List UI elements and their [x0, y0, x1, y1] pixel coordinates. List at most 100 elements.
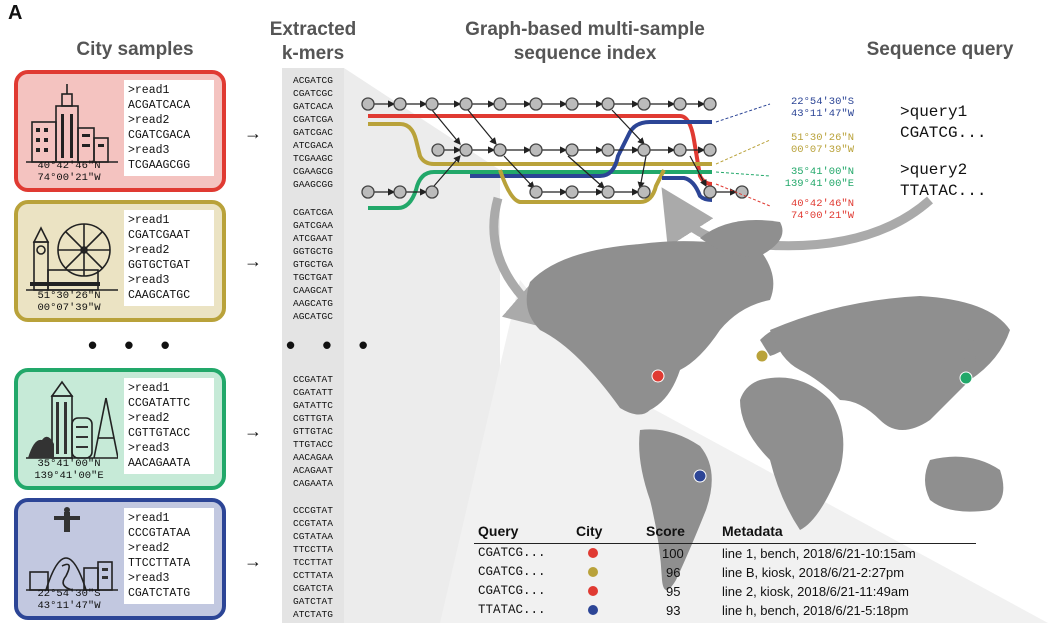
kmer: CCCGTAT [293, 505, 333, 516]
gold-sample-branch [498, 169, 666, 204]
kmer: CGAAGCG [293, 166, 333, 177]
coord-lon: 00°07'39"W [37, 302, 101, 314]
city-dot [588, 586, 598, 596]
coord-lon: 139°41'00"E [34, 470, 104, 482]
coord-lon: 74°00'21"W [37, 172, 101, 184]
col-city: City [572, 523, 642, 544]
city-card-london: >read1 CGATCGAAT >read2 GGTGCTGAT >read3… [14, 200, 226, 322]
row-metadata: line 1, bench, 2018/6/21-10:15am [722, 546, 916, 561]
kmer: CGATCTA [293, 583, 333, 594]
results-header-row: Query City Score Metadata [474, 523, 976, 544]
coord-lon: 00°07'39"W [790, 144, 854, 156]
col-query: Query [474, 523, 572, 544]
kmer: TCCTTAT [293, 557, 333, 568]
green-sample-path [368, 170, 712, 210]
coord-lat: 22°54'30"S [790, 96, 854, 108]
panel-label: A [8, 2, 23, 24]
coord-lon: 139°41'00"E [784, 178, 854, 190]
coord-lat: 35°41'00"N [37, 458, 101, 470]
nyc-skyline-icon [26, 84, 118, 163]
city-card-tokyo: >read1 CCGATATTC >read2 CGTTGTACC >read3… [14, 368, 226, 490]
read-line: >read1 [128, 214, 170, 227]
coord-lon: 43°11'47"W [790, 108, 854, 120]
kmer: CGTATAA [293, 531, 333, 542]
read-line: CCCGTATAA [128, 527, 191, 540]
coord-lat: 40°42'46"N [790, 198, 854, 210]
kmer-ellipsis: • • • [286, 330, 378, 360]
kmer: GTGCTGA [293, 259, 333, 270]
nyc-coordinates: 40°42'46"N 74°00'21"W [24, 160, 114, 184]
coord-lat: 51°30'26"N [37, 290, 101, 302]
kmer: GATCACA [293, 101, 333, 112]
city-ellipsis: • • • [88, 330, 180, 360]
graph-edges [374, 100, 738, 196]
row-score: 96 [666, 565, 681, 580]
kmer: ATCTATG [293, 609, 333, 620]
map-marker-london [755, 349, 769, 363]
read-line: >read1 [128, 512, 170, 525]
graph-coord-rio: 22°54'30"S 43°11'47"W [770, 96, 854, 120]
city-samples-heading: City samples [76, 39, 194, 60]
kmer: AACAGAA [293, 452, 333, 463]
kmer: GATCTAT [293, 596, 333, 607]
london-reads: >read1 CGATCGAAT >read2 GGTGCTGAT >read3… [124, 210, 214, 306]
graph-index-heading: Graph-based multi-sample sequence index [440, 18, 730, 66]
kmer: GAAGCGG [293, 179, 333, 190]
kmer: CGATCGA [293, 207, 333, 218]
col-metadata: Metadata [718, 523, 976, 544]
query-1: >query1 CGATCG... [900, 102, 986, 144]
tokyo-reads: >read1 CCGATATTC >read2 CGTTGTACC >read3… [124, 378, 214, 474]
query-2: >query2 TTATAC... [900, 160, 986, 202]
rio-reads: >read1 CCCGTATAA >read2 TTCCTTATA >read3… [124, 508, 214, 604]
rio-skyline-icon [26, 507, 118, 591]
row-score: 93 [666, 603, 681, 618]
row-score: 95 [666, 584, 681, 599]
arrow-right-icon: → [244, 551, 262, 571]
read-line: AACAGAATA [128, 457, 191, 470]
read-line: >read1 [128, 382, 170, 395]
kmer: CAGAATA [293, 478, 333, 489]
kmer-column-background [282, 68, 344, 623]
results-table: Query City Score Metadata CGATCG... 100 … [474, 523, 976, 620]
kmer: ACGATCG [293, 75, 333, 86]
read-line: CCGATATTC [128, 397, 191, 410]
map-marker-tokyo [959, 371, 973, 385]
read-line: >read2 [128, 542, 170, 555]
read-line: >read3 [128, 274, 170, 287]
nyc-reads: >read1 ACGATCACA >read2 CGATCGACA >read3… [124, 80, 214, 176]
tokyo-skyline-icon [26, 380, 118, 459]
kmer: CCGTATA [293, 518, 333, 529]
kmer: CAAGCAT [293, 285, 333, 296]
coord-lon: 74°00'21"W [790, 210, 854, 222]
kmer: TGCTGAT [293, 272, 333, 283]
row-score: 100 [662, 546, 684, 561]
read-line: CGATCTATG [128, 587, 191, 600]
table-row: CGATCG... 100 line 1, bench, 2018/6/21-1… [474, 544, 976, 564]
graph-index-heading-line1: Graph-based multi-sample [465, 19, 705, 40]
graph-coord-london: 51°30'26"N 00°07'39"W [770, 132, 854, 156]
kmer: AGCATGC [293, 311, 333, 322]
map-marker-rio [693, 469, 707, 483]
table-row: CGATCG... 96 line B, kiosk, 2018/6/21-2:… [474, 563, 976, 582]
kmer: CGTTGTA [293, 413, 333, 424]
city-dot [588, 605, 598, 615]
world-map [526, 220, 1010, 590]
read-line: CGATCGAAT [128, 229, 191, 242]
london-skyline-icon [26, 223, 118, 291]
gold-sample-path [368, 122, 712, 166]
arrow-right-icon: → [244, 251, 262, 271]
map-marker-nyc [651, 369, 665, 383]
extracted-kmers-heading-line1: Extracted [269, 19, 357, 40]
kmer: CCGATAT [293, 374, 333, 385]
read-line: TCGAAGCGG [128, 159, 191, 172]
rio-coordinates: 22°54'30"S 43°11'47"W [24, 588, 114, 612]
coord-lon: 43°11'47"W [37, 600, 101, 612]
kmer: GGTGCTG [293, 246, 333, 257]
coord-lat: 35°41'00"N [790, 166, 854, 178]
kmer: ACAGAAT [293, 465, 333, 476]
query-name: >query2 [900, 161, 968, 179]
row-metadata: line 2, kiosk, 2018/6/21-11:49am [722, 584, 909, 599]
